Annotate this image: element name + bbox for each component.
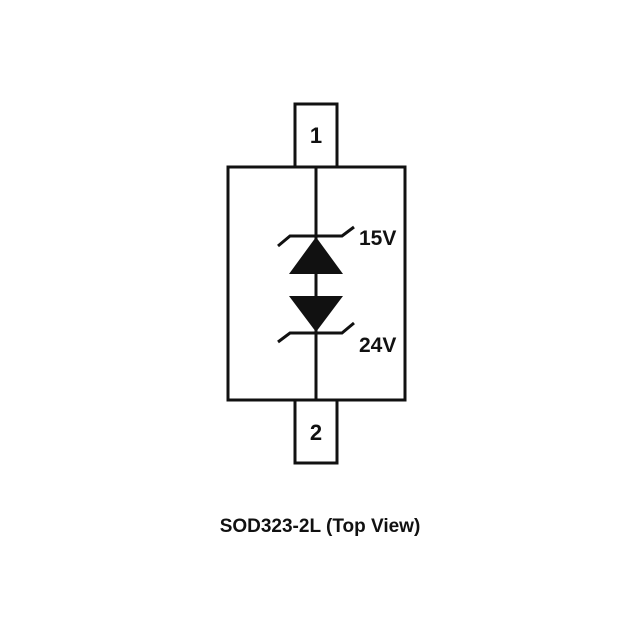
zener-15v-label: 15V [359, 227, 396, 250]
zener-24v-label: 24V [359, 334, 396, 357]
diagram-caption: SOD323-2L (Top View) [219, 516, 421, 537]
pin-2-label: 2 [310, 420, 322, 445]
pin-1-label: 1 [310, 123, 322, 148]
zener-bar-24v [277, 321, 355, 344]
zener-diode-15v-icon [289, 237, 343, 274]
zener-bar-15v [277, 225, 355, 248]
zener-diode-24v-icon [289, 296, 343, 332]
